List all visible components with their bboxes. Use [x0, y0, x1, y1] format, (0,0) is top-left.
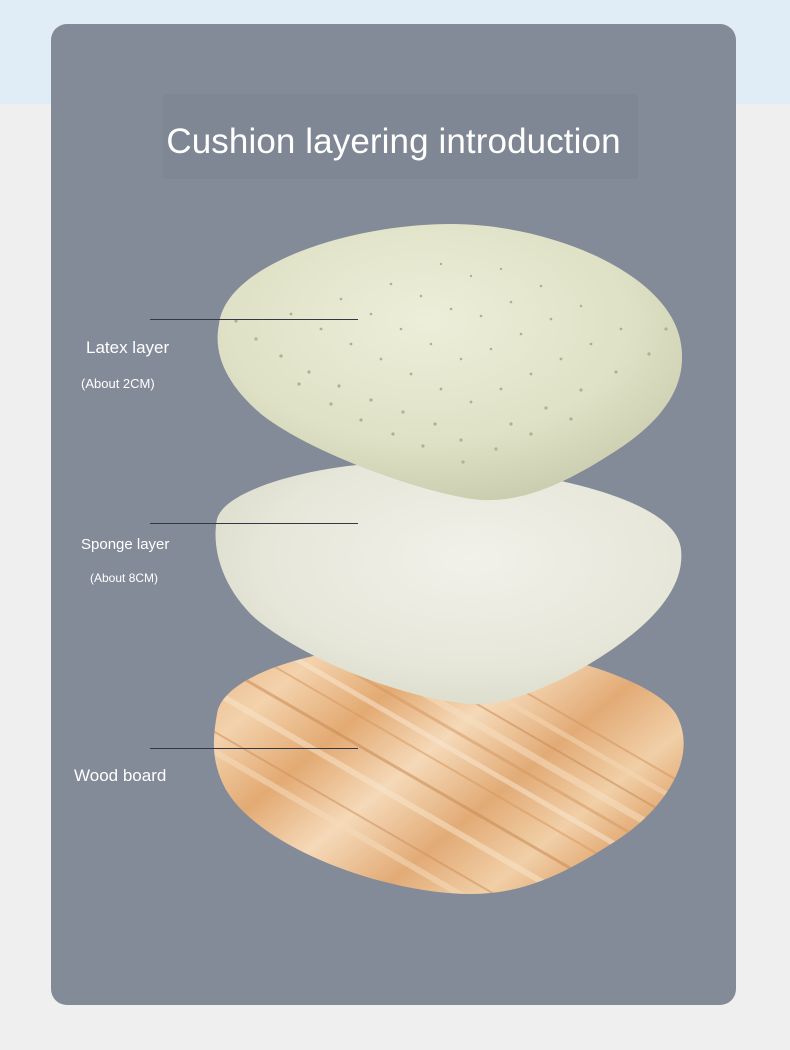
- latex-leader-line: [150, 319, 358, 320]
- product-card: Cushion layering introduction: [51, 24, 736, 1005]
- latex-layer-thickness: (About 2CM): [81, 376, 155, 391]
- sponge-layer-thickness: (About 8CM): [90, 571, 158, 585]
- sponge-leader-line: [150, 523, 358, 524]
- wood-board-label: Wood board: [74, 766, 166, 786]
- sponge-layer-label: Sponge layer: [81, 536, 169, 553]
- latex-layer-label: Latex layer: [86, 338, 169, 358]
- latex-layer: [218, 224, 682, 500]
- cushion-layers-illustration: [51, 24, 736, 1005]
- wood-leader-line: [150, 748, 358, 749]
